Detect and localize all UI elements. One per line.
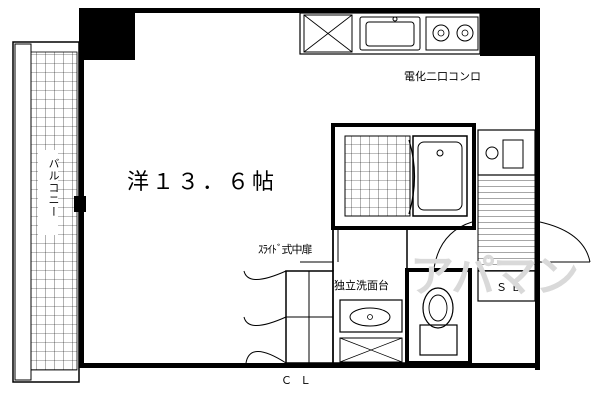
entrance [433,129,591,302]
stove-label: 電化二口コンロ [404,70,481,83]
shoe-box-label: ＳＢ [496,281,526,294]
room-label: 洋１３．６帖 [127,170,278,195]
closet-label: ＣＬ [281,374,319,387]
interior-partitions [300,228,339,271]
slide-door-label: ｽﾗｲﾄﾞ式中扉 [258,243,312,256]
closet [243,270,334,364]
kitchen-counter [299,12,481,55]
watermark: アパマン [410,251,579,302]
bathroom [331,123,476,230]
washroom [332,227,408,364]
balcony [12,41,80,383]
balcony-label: バルコニー [47,158,60,218]
outer-walls [74,8,540,370]
washstand-label: 独立洗面台 [334,279,389,292]
